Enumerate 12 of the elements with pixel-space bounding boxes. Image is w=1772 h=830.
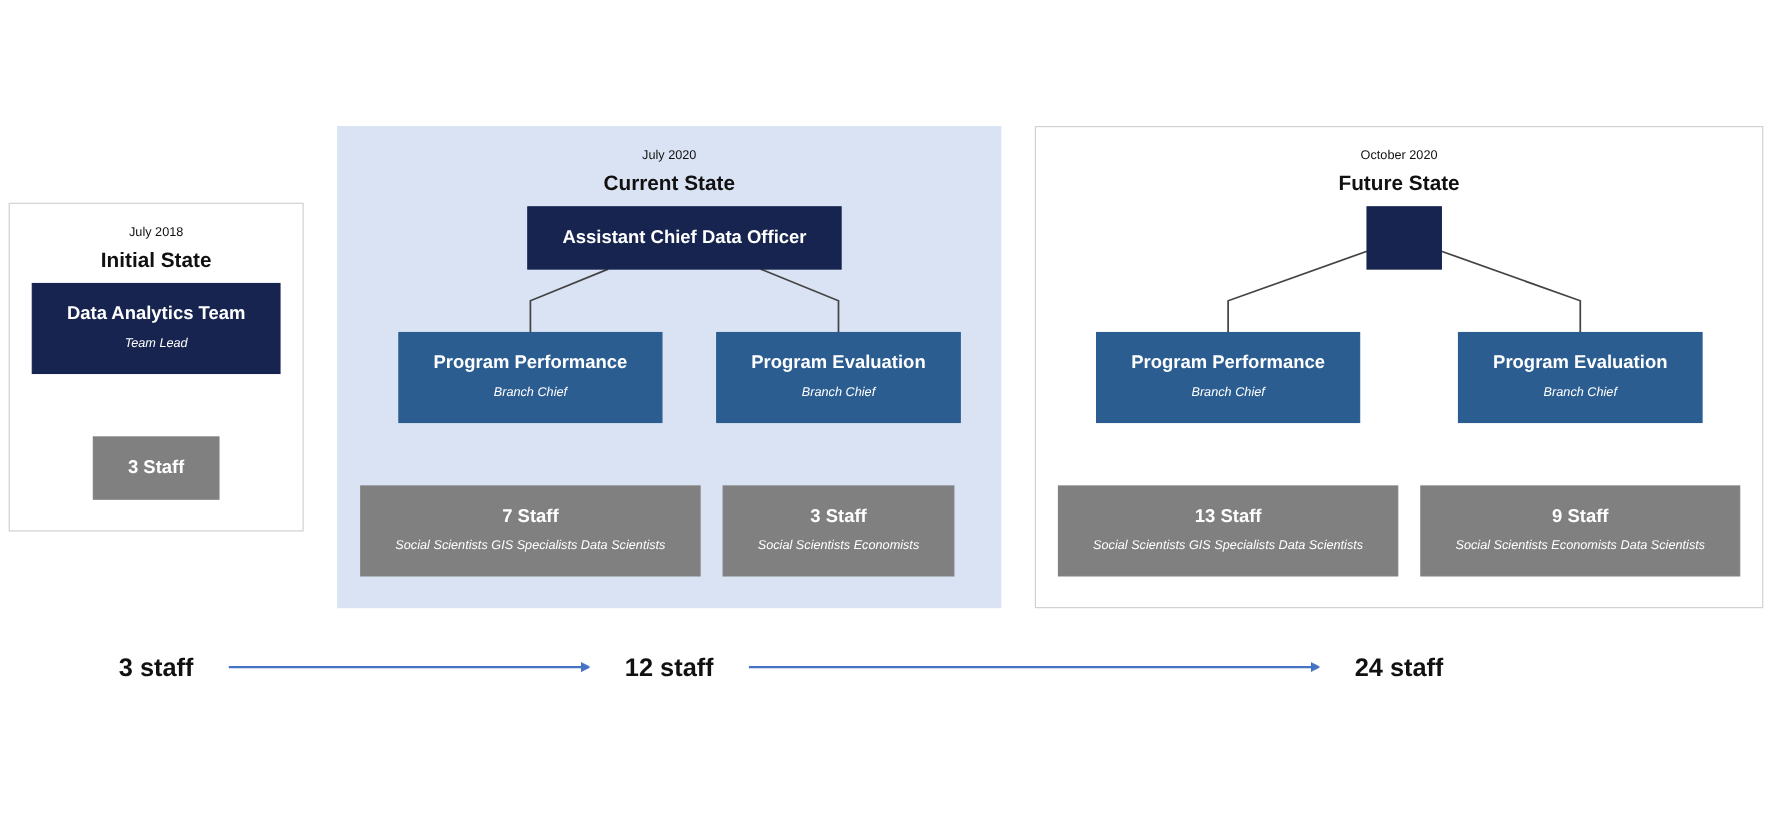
connector — [529, 268, 609, 334]
connector — [759, 268, 840, 334]
node-box: 3 Staff — [92, 436, 220, 500]
node-box — [1366, 206, 1442, 270]
connector — [1440, 250, 1582, 334]
node-text: 24 staff — [1354, 652, 1444, 682]
arrow — [228, 661, 591, 673]
node-text: 12 staff — [624, 652, 714, 682]
node-box: Assistant Chief Data Officer — [527, 206, 842, 270]
connector — [1227, 250, 1368, 334]
arrow — [748, 661, 1321, 673]
node-text: 3 staff — [118, 652, 194, 682]
